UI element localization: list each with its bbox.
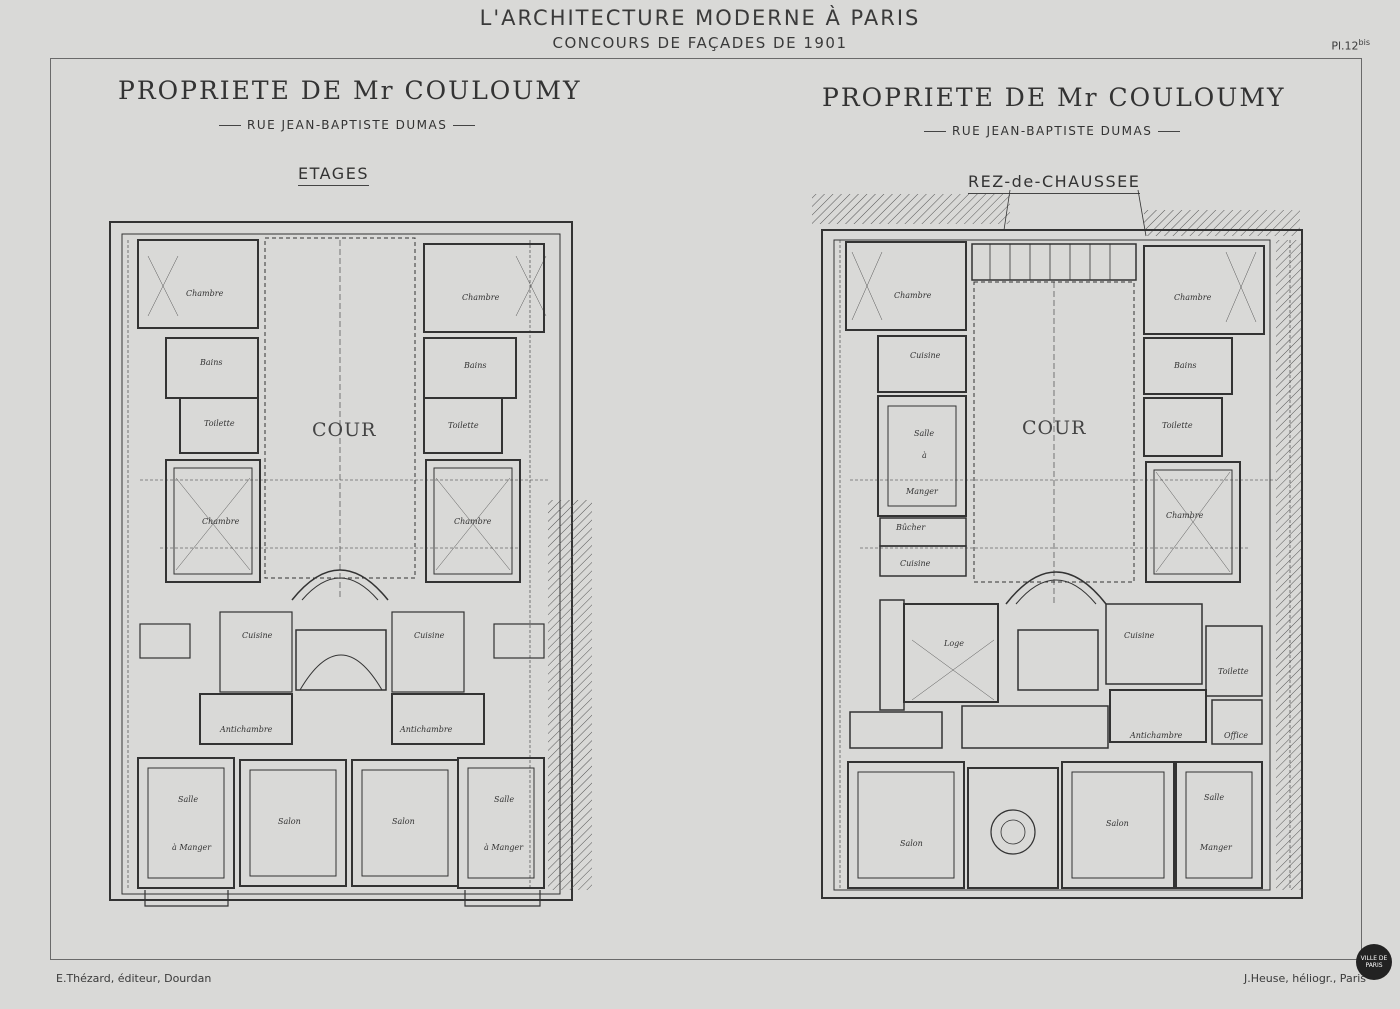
room-label: Salon — [278, 817, 301, 826]
room-label: Manger — [1199, 843, 1233, 852]
room-label: à — [922, 451, 927, 460]
left-plan-title: PROPRIETE DE Mr COULOUMY — [118, 76, 582, 105]
room-label: Chambre — [1166, 511, 1204, 520]
room-label: à Manger — [484, 843, 524, 852]
printer-credit: J.Heuse, héliogr., Paris — [1244, 972, 1366, 985]
room-label: Salle — [494, 795, 514, 804]
plate-frame — [50, 58, 1362, 960]
street-hatch-left — [812, 194, 1010, 224]
plate-number: Pl.12bis — [1331, 38, 1370, 53]
room-label: Antichambre — [219, 725, 273, 734]
room-label: Bains — [463, 361, 486, 370]
room-label: Toilette — [204, 419, 235, 428]
party-wall-hatch — [1276, 240, 1302, 890]
left-plan-street: RUE JEAN-BAPTISTE DUMAS — [213, 118, 481, 132]
room-label: Bûcher — [895, 523, 926, 532]
room-label: Toilette — [448, 421, 479, 430]
left-plan-level: ETAGES — [298, 164, 369, 186]
room-label: Salle — [1204, 793, 1224, 802]
left-court-label: COUR — [312, 419, 376, 441]
street-hatch-right — [1144, 210, 1300, 236]
competition-subtitle: CONCOURS DE FAÇADES DE 1901 — [552, 34, 848, 52]
room-label: Salle — [914, 429, 934, 438]
ville-de-paris-stamp: VILLE DE PARIS — [1356, 944, 1392, 980]
room-label: Office — [1224, 731, 1248, 740]
publication-title: L'ARCHITECTURE MODERNE À PARIS — [479, 6, 921, 30]
room-label: Chambre — [202, 517, 240, 526]
room-label: Chambre — [894, 291, 932, 300]
room-label: Cuisine — [242, 631, 273, 640]
right-court-label: COUR — [1022, 417, 1086, 439]
right-plan-title: PROPRIETE DE Mr COULOUMY — [822, 83, 1286, 112]
room-label: Antichambre — [1129, 731, 1183, 740]
room-label: Manger — [905, 487, 939, 496]
right-plan-street: RUE JEAN-BAPTISTE DUMAS — [918, 124, 1186, 138]
room-label: Toilette — [1218, 667, 1249, 676]
room-label: Loge — [943, 639, 964, 648]
room-label: Salon — [1106, 819, 1129, 828]
room-label: Salon — [392, 817, 415, 826]
room-label: Salle — [178, 795, 198, 804]
room-label: Cuisine — [910, 351, 941, 360]
room-label: Cuisine — [900, 559, 931, 568]
publisher-credit: E.Thézard, éditeur, Dourdan — [56, 972, 212, 985]
left-floor-plan — [109, 221, 592, 907]
room-label: Bains — [199, 358, 222, 367]
room-label: Chambre — [1174, 293, 1212, 302]
room-label: Chambre — [454, 517, 492, 526]
room-label: Antichambre — [399, 725, 453, 734]
room-label: Toilette — [1162, 421, 1193, 430]
room-label: Cuisine — [414, 631, 445, 640]
room-label: Chambre — [186, 289, 224, 298]
right-plan-level: REZ-de-CHAUSSEE — [968, 172, 1141, 194]
party-wall-hatch — [548, 500, 592, 890]
room-label: Bains — [1173, 361, 1196, 370]
right-floor-plan — [812, 189, 1303, 899]
room-label: à Manger — [172, 843, 212, 852]
room-label: Chambre — [462, 293, 500, 302]
room-label: Cuisine — [1124, 631, 1155, 640]
room-label: Salon — [900, 839, 923, 848]
